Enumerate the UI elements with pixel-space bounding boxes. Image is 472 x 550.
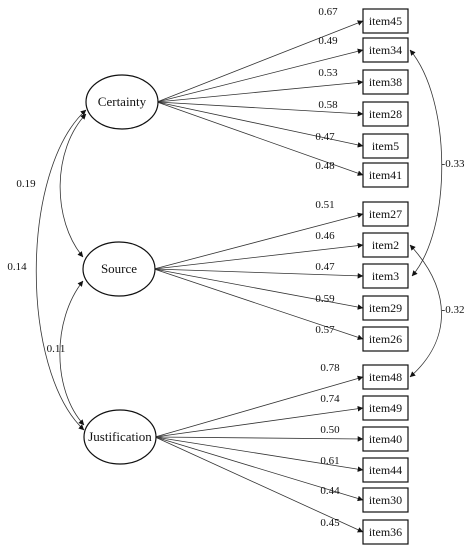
loading-arrow-item27 — [153, 212, 364, 270]
item-box-item30 — [362, 487, 409, 513]
factor-node-certainty — [85, 74, 159, 130]
item-label-item26: item26 — [369, 332, 402, 346]
loading-arrow-item41 — [156, 101, 364, 176]
item-label-item29: item29 — [369, 301, 402, 315]
loading-label-item27: 0.51 — [315, 199, 334, 211]
factor-correlation-certainty-justification — [35, 109, 87, 431]
item-label-item34: item34 — [369, 43, 402, 57]
loading-arrow-item49 — [154, 405, 364, 438]
loading-arrow-item30 — [154, 436, 364, 502]
item-label-item3: item3 — [372, 269, 399, 283]
loading-arrow-item48 — [154, 375, 364, 438]
loading-arrow-item40 — [154, 436, 364, 442]
item-box-item49 — [362, 395, 409, 421]
loading-label-item45: 0.67 — [318, 6, 338, 18]
factor-correlation-label-certainty-source: 0.19 — [16, 178, 36, 190]
item-label-item45: item45 — [369, 14, 402, 28]
item-box-item2 — [362, 232, 409, 258]
loading-label-item49: 0.74 — [320, 393, 340, 405]
item-box-item34 — [362, 37, 409, 63]
loading-label-item48: 0.78 — [320, 362, 340, 374]
item-label-item2: item2 — [372, 238, 399, 252]
item-label-item27: item27 — [369, 207, 402, 221]
factor-correlation-label-source-justification: 0.11 — [47, 343, 66, 355]
loading-arrow-item34 — [156, 48, 364, 103]
item-label-item36: item36 — [369, 525, 402, 539]
loading-arrow-item26 — [153, 268, 364, 340]
item-box-item45 — [362, 8, 409, 34]
loading-label-item26: 0.57 — [315, 324, 335, 336]
factor-label-certainty: Certainty — [98, 94, 147, 109]
loading-arrow-item45 — [156, 20, 364, 103]
loading-arrow-item38 — [156, 79, 364, 103]
item-box-item36 — [362, 519, 409, 545]
loading-arrow-item3 — [153, 268, 364, 279]
loading-label-item44: 0.61 — [320, 455, 339, 467]
residual-correlation-label-item2-item48: -0.32 — [442, 304, 465, 316]
item-label-item38: item38 — [369, 75, 402, 89]
item-label-item30: item30 — [369, 493, 402, 507]
item-label-item49: item49 — [369, 401, 402, 415]
factor-label-source: Source — [101, 261, 137, 276]
factor-label-justification: Justification — [88, 429, 152, 444]
factor-node-justification — [83, 409, 157, 465]
loading-label-item29: 0.59 — [315, 293, 335, 305]
loading-label-item30: 0.44 — [320, 485, 340, 497]
item-label-item5: item5 — [372, 139, 399, 153]
item-box-item40 — [362, 426, 409, 452]
loading-label-item2: 0.46 — [315, 230, 335, 242]
loading-arrow-item28 — [156, 101, 364, 117]
item-box-item26 — [362, 326, 409, 352]
item-box-item38 — [362, 69, 409, 95]
item-label-item48: item48 — [369, 370, 402, 384]
loading-arrow-item5 — [156, 101, 364, 148]
loading-label-item41: 0.48 — [315, 160, 335, 172]
loading-label-item28: 0.58 — [318, 99, 338, 111]
item-box-item5 — [362, 133, 409, 159]
item-box-item27 — [362, 201, 409, 227]
loading-label-item5: 0.47 — [315, 131, 335, 143]
factor-correlation-certainty-source — [59, 113, 87, 258]
loading-label-item36: 0.45 — [320, 517, 340, 529]
loading-arrow-item2 — [153, 242, 364, 270]
factor-correlation-label-certainty-justification: 0.14 — [7, 261, 27, 273]
item-box-item29 — [362, 295, 409, 321]
loading-label-item38: 0.53 — [318, 67, 338, 79]
item-label-item40: item40 — [369, 432, 402, 446]
item-box-item3 — [362, 263, 409, 289]
factor-correlation-source-justification — [59, 280, 85, 426]
item-box-item48 — [362, 364, 409, 390]
item-box-item44 — [362, 457, 409, 483]
item-label-item44: item44 — [369, 463, 402, 477]
factor-node-source — [82, 241, 156, 297]
loading-arrow-item44 — [154, 436, 364, 472]
item-box-item41 — [362, 162, 409, 188]
loading-arrow-item36 — [154, 436, 364, 533]
edges-layer — [35, 20, 443, 533]
residual-correlation-item34-item3 — [409, 49, 443, 277]
loading-label-item3: 0.47 — [315, 261, 335, 273]
nodes-layer — [82, 8, 409, 545]
residual-correlation-item2-item48 — [409, 244, 442, 378]
loading-arrow-item29 — [153, 268, 364, 310]
item-label-item28: item28 — [369, 107, 402, 121]
item-box-item28 — [362, 101, 409, 127]
residual-correlation-label-item34-item3: -0.33 — [442, 158, 465, 170]
item-label-item41: item41 — [369, 168, 402, 182]
loading-label-item40: 0.50 — [320, 424, 340, 436]
loading-label-item34: 0.49 — [318, 35, 338, 47]
